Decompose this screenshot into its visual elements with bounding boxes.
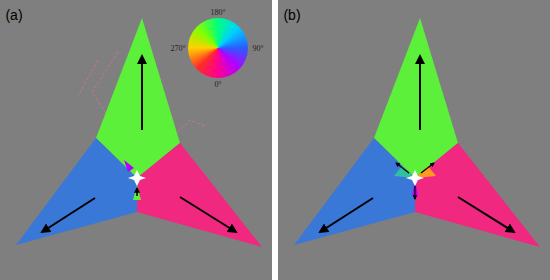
panel-letter: (b) [283, 7, 300, 23]
angle-label: 270° [170, 44, 185, 53]
star-b [294, 18, 540, 247]
star-a [16, 18, 262, 247]
panel-letter: (a) [5, 7, 22, 23]
color-wheel [188, 18, 248, 78]
angle-label: 0° [214, 80, 221, 89]
angle-label: 180° [210, 8, 225, 17]
angle-label: 90° [252, 44, 263, 53]
